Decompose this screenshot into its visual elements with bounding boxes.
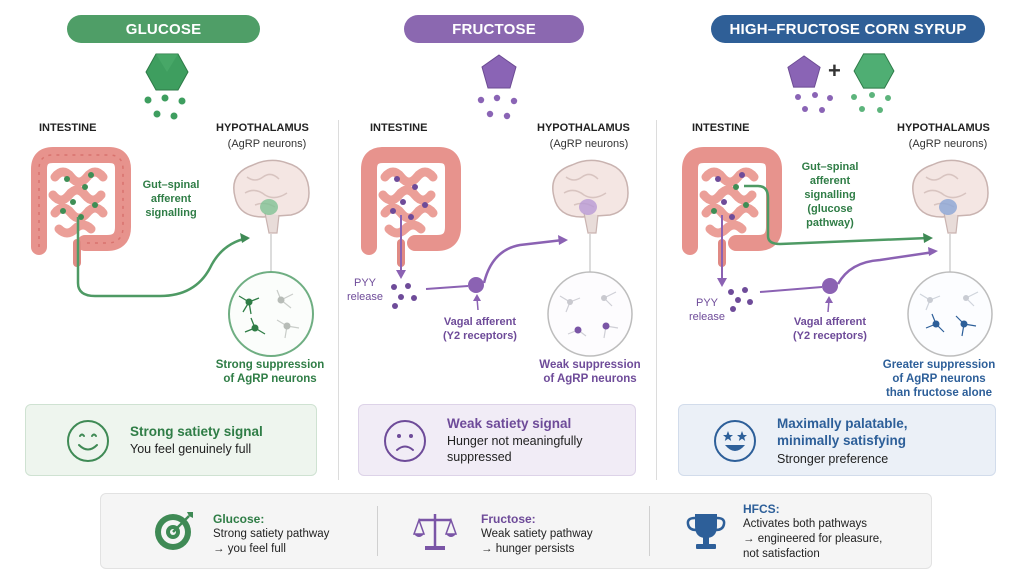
fructose-vagal-label: Vagal afferent (Y2 receptors) <box>443 316 517 342</box>
hfcs-intestine-label: INTESTINE <box>692 122 750 134</box>
summary-fructose-text: Weak satiety pathway → hunger persists <box>481 528 593 555</box>
hfcs-card-title: Maximally palatable, minimally satisfyin… <box>777 416 908 448</box>
fructose-intestine-illustration <box>361 147 461 267</box>
fructose-agrp-label: (AgRP neurons) <box>549 138 629 150</box>
column-divider <box>656 120 657 480</box>
trophy-icon <box>686 514 726 549</box>
glucose-brain-illustration <box>233 159 310 234</box>
fructose-outcome-text: Weak suppression of AgRP neurons <box>539 359 641 385</box>
fructose-particles-icon <box>477 94 518 120</box>
fructose-pyy-label: PYY release <box>346 277 384 303</box>
scales-icon <box>412 514 458 550</box>
summary-divider <box>377 506 378 556</box>
glucose-outcome-text: Strong suppression of AgRP neurons <box>215 359 325 385</box>
summary-glucose-title: Glucose: <box>213 512 265 526</box>
summary-hfcs-text: Activates both pathways → engineered for… <box>743 518 883 560</box>
fructose-hypothalamus-label: HYPOTHALAMUS <box>537 122 630 134</box>
hfcs-hexagon-icon <box>853 53 895 89</box>
glucose-result-card: Strong satiety signal You feel genuinely… <box>25 404 317 476</box>
fructose-neuron-circle <box>547 234 633 357</box>
glucose-neuron-circle <box>228 234 314 357</box>
fructose-intestine-label: INTESTINE <box>370 122 428 134</box>
glucose-agrp-label: (AgRP neurons) <box>227 138 307 150</box>
column-divider <box>338 120 339 480</box>
glucose-title: GLUCOSE <box>67 15 260 43</box>
fructose-card-title: Weak satiety signal <box>447 416 572 431</box>
hfcs-title: HIGH–FRUCTOSE CORN SYRUP <box>711 15 985 43</box>
hfcs-vagal-label: Vagal afferent (Y2 receptors) <box>793 316 867 342</box>
glucose-pathway-label: Gut–spinal afferent signalling <box>142 179 200 219</box>
summary-bar: Glucose: Strong satiety pathway → you fe… <box>100 493 932 569</box>
hfcs-pathway-label: Gut–spinal afferent signalling (glucose … <box>801 161 859 229</box>
fructose-title: FRUCTOSE <box>404 15 584 43</box>
fructose-card-text: Hunger not meaningfully suppressed <box>447 434 583 464</box>
hfcs-hypothalamus-label: HYPOTHALAMUS <box>897 122 990 134</box>
target-icon <box>155 512 193 550</box>
hfcs-result-card: Maximally palatable, minimally satisfyin… <box>678 404 996 476</box>
glucose-particles-icon <box>144 94 186 120</box>
hfcs-outcome-text: Greater suppression of AgRP neurons than… <box>882 359 996 399</box>
fructose-brain-illustration <box>552 159 629 234</box>
hfcs-brain-illustration <box>912 159 989 234</box>
glucose-card-title: Strong satiety signal <box>130 424 263 439</box>
glucose-hypothalamus-label: HYPOTHALAMUS <box>216 122 309 134</box>
summary-fructose-title: Fructose: <box>481 512 536 526</box>
hfcs-pentagon-icon <box>787 55 821 88</box>
hfcs-agrp-label: (AgRP neurons) <box>908 138 988 150</box>
summary-divider <box>649 506 650 556</box>
summary-glucose-text: Strong satiety pathway → you feel full <box>213 528 330 555</box>
fructose-pentagon-icon <box>481 54 517 89</box>
glucose-card-text: You feel genuinely full <box>130 442 252 456</box>
glucose-intestine-label: INTESTINE <box>39 122 97 134</box>
hfcs-pyy-label: PYY release <box>688 297 726 323</box>
fructose-result-card: Weak satiety signal Hunger not meaningfu… <box>358 404 636 476</box>
glucose-hexagon-icon <box>145 53 189 91</box>
summary-hfcs-title: HFCS: <box>743 502 780 516</box>
plus-sign: + <box>828 58 841 83</box>
smiley-face-icon <box>67 420 109 462</box>
hfcs-particles-icon <box>795 92 891 113</box>
hfcs-neuron-circle <box>907 234 993 357</box>
sad-face-icon <box>384 420 426 462</box>
hfcs-card-text: Stronger preference <box>777 452 889 466</box>
star-eyes-face-icon <box>714 420 756 462</box>
